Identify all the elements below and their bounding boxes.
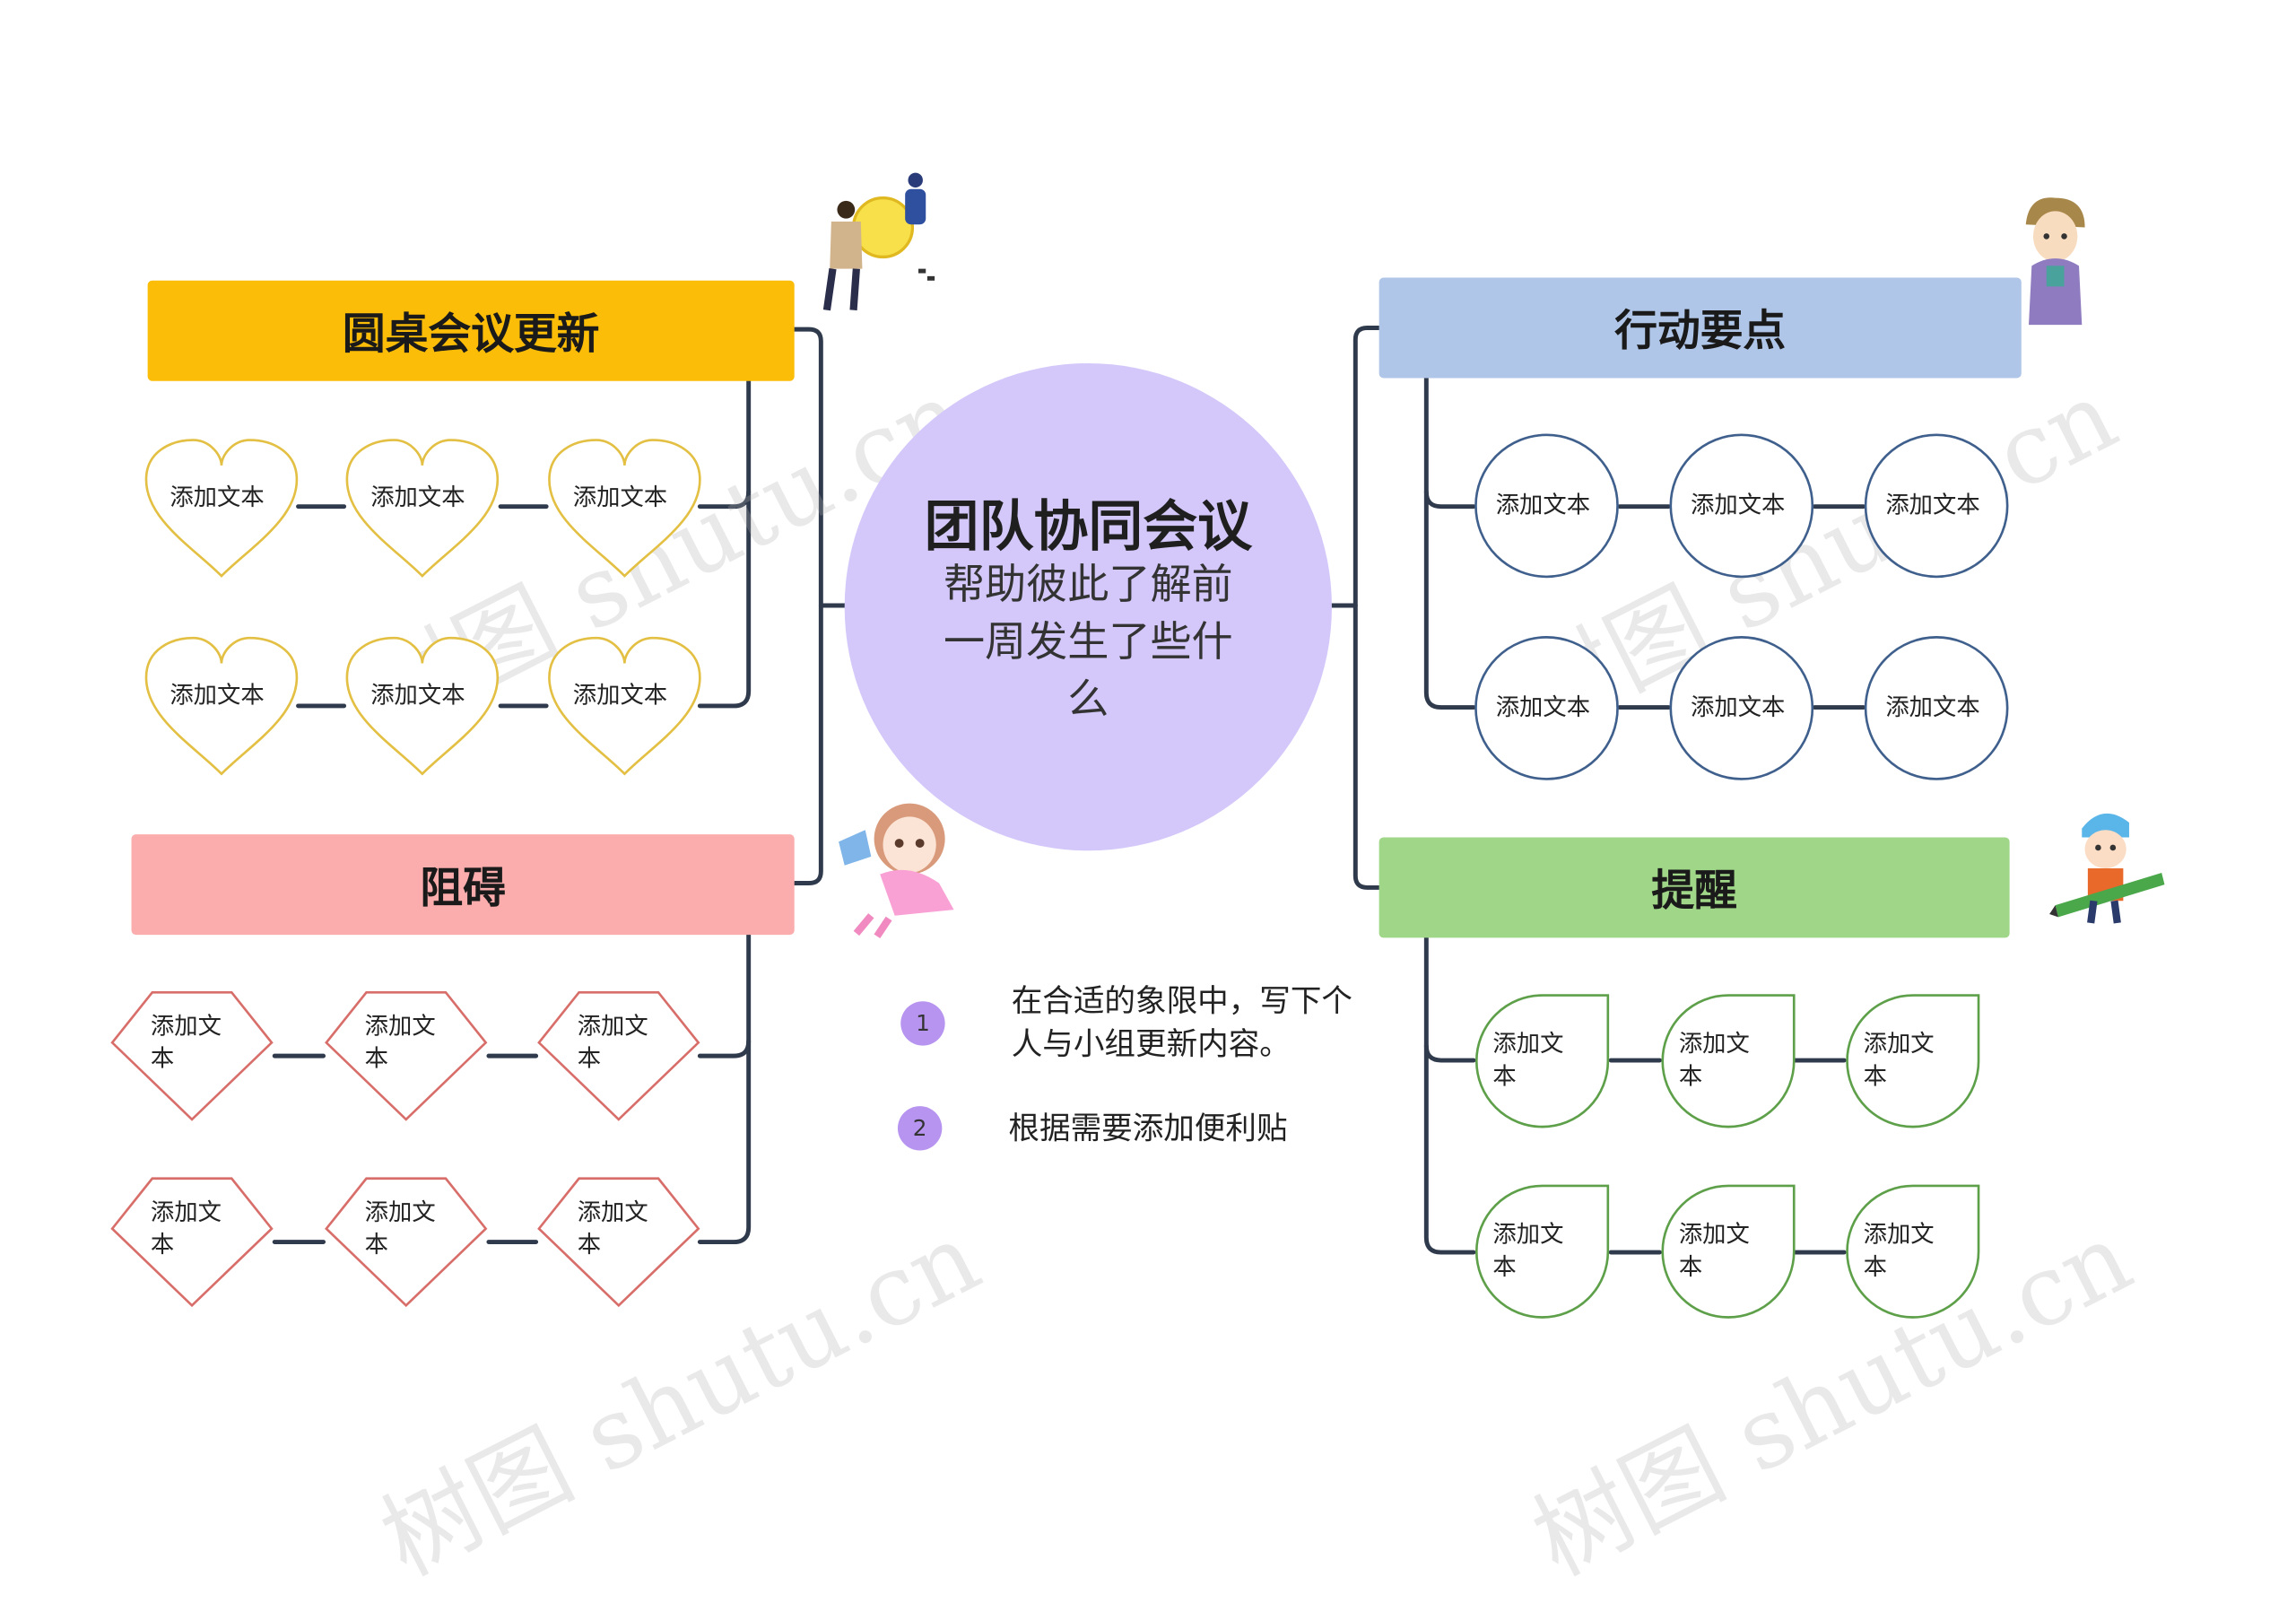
node-label: 添加文本 [370,483,465,511]
circle-shape [1474,636,1619,780]
diamond-shape [110,1177,274,1308]
node-label: 添加文 本 [364,1011,436,1073]
boy-with-pencil-illustration [2049,813,2165,924]
bottom-right-node[interactable]: 添加文 本 [1659,992,1796,1129]
node-label: 添加文 本 [1863,1219,1935,1281]
bottom-left-node[interactable]: 添加文 本 [109,989,274,1122]
leaf-shape [1661,1184,1796,1319]
top-left-node[interactable]: 添加文本 [144,437,300,579]
circle-shape [1864,636,2009,780]
leaf-shape [1846,1184,1980,1319]
top-right-node[interactable]: 添加文本 [1668,635,1814,781]
top-right-node[interactable]: 添加文本 [1474,635,1620,781]
branch-header-reminders[interactable]: 提醒 [1378,837,2010,938]
bottom-right-node[interactable]: 添加文 本 [1474,1183,1611,1320]
central-topic-subtitle: 帮助彼此了解前一周发生了些什么 [943,559,1233,724]
branch-header-blockers[interactable]: 阻碍 [131,834,795,936]
circle-shape [1669,636,1814,780]
bottom-left-node[interactable]: 添加文 本 [324,989,489,1122]
top-left-node[interactable]: 添加文本 [144,635,300,777]
note-badge-2: 2 [897,1106,943,1151]
circle-shape [1864,433,2009,579]
diamond-shape [325,990,488,1121]
heart-shape [345,636,500,776]
node-label: 添加文 本 [1863,1029,1935,1090]
node-label: 添加文 本 [577,1011,648,1073]
top-left-node[interactable]: 添加文本 [546,635,703,777]
branch-header-action-items[interactable]: 行动要点 [1378,277,2022,379]
circle-shape [1669,433,1814,579]
bottom-right-node[interactable]: 添加文 本 [1474,992,1611,1129]
node-label: 添加文 本 [1492,1029,1564,1090]
bottom-left-node[interactable]: 添加文 本 [109,1175,274,1308]
branch-header-roundtable[interactable]: 圆桌会议更新 [147,280,795,381]
node-label: 添加文本 [572,680,668,710]
node-label: 添加文 本 [577,1198,648,1259]
diamond-shape [110,990,274,1121]
node-label: 添加文本 [1885,693,1980,721]
heart-shape [144,636,299,776]
node-label: 添加文本 [1691,693,1786,721]
people-with-coin-illustration [822,172,935,311]
diamond-shape [537,990,700,1121]
diamond-shape [537,1177,700,1308]
bottom-right-node[interactable]: 添加文 本 [1659,1183,1796,1320]
node-label: 添加文本 [1885,490,1980,518]
top-right-node[interactable]: 添加文本 [1474,432,1620,579]
heart-shape [345,439,500,578]
node-label: 添加文本 [170,483,265,511]
top-right-node[interactable]: 添加文本 [1864,432,2010,579]
diamond-shape [325,1177,488,1308]
top-right-node[interactable]: 添加文本 [1668,432,1814,579]
node-label: 添加文本 [572,483,668,511]
bottom-left-node[interactable]: 添加文 本 [536,989,701,1122]
central-topic-title: 团队协同会议 [924,494,1253,559]
node-label: 添加文本 [1495,693,1591,721]
circle-shape [1474,433,1619,579]
note-text-1: 在合适的象限中，写下个人与小组更新内容。 [1011,983,1353,1062]
connector-lines [272,326,1866,1255]
bottom-right-node[interactable]: 添加文 本 [1844,992,1981,1129]
top-left-node[interactable]: 添加文本 [344,635,501,777]
node-label: 添加文 本 [1492,1219,1564,1281]
node-label: 添加文本 [1691,490,1786,518]
central-topic[interactable]: 团队协同会议 帮助彼此了解前一周发生了些什么 [844,362,1332,851]
mind-map-canvas: 树图 shutu.cn 树图 shutu.cn 树图 shutu.cn 树图 s… [109,172,2165,1598]
heart-shape [144,439,299,578]
top-left-node[interactable]: 添加文本 [546,437,703,579]
reading-girl-illustration [839,803,954,939]
note-badge-1: 1 [900,1001,945,1046]
node-label: 添加文本 [1495,490,1591,518]
node-label: 添加文 本 [150,1198,222,1259]
node-label: 添加文 本 [1678,1219,1750,1281]
bottom-left-node[interactable]: 添加文 本 [324,1175,489,1308]
leaf-shape [1846,994,1980,1128]
heart-shape [548,439,701,578]
bottom-left-node[interactable]: 添加文 本 [536,1175,701,1308]
leaf-shape [1475,994,1610,1128]
heart-shape [548,636,701,776]
note-text-2: 根据需要添加便利贴 [1008,1111,1288,1146]
node-label: 添加文 本 [150,1011,222,1073]
bottom-right-node[interactable]: 添加文 本 [1844,1183,1981,1320]
node-label: 添加文本 [170,680,265,710]
node-label: 添加文 本 [1678,1029,1750,1090]
node-label: 添加文本 [370,680,465,710]
top-right-node[interactable]: 添加文本 [1864,635,2010,781]
top-left-node[interactable]: 添加文本 [344,437,501,579]
leaf-shape [1475,1184,1610,1319]
leaf-shape [1661,994,1796,1128]
node-label: 添加文 本 [364,1198,436,1259]
cartoon-man-illustration [2025,197,2085,326]
